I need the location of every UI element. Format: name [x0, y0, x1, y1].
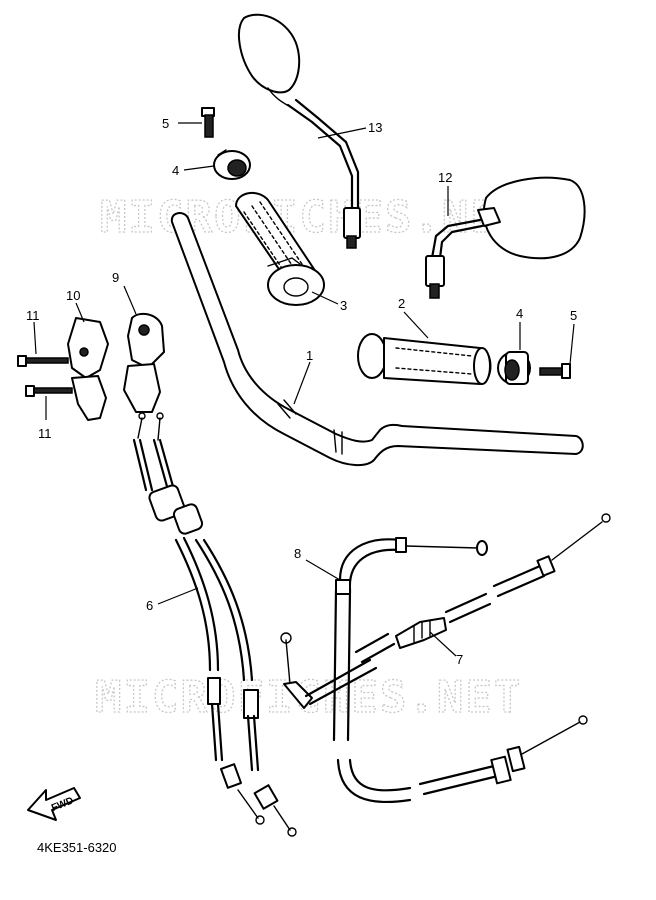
callout-2: 2	[398, 296, 405, 311]
right-screw	[539, 363, 571, 379]
callout-4-upper: 4	[172, 163, 179, 178]
forward-arrow-icon: FWD	[27, 787, 81, 821]
right-mirror	[425, 176, 586, 299]
callout-12: 12	[438, 170, 452, 185]
callout-5-upper: 5	[162, 116, 169, 131]
callout-labels: 5 4 13 12 3 2 4 5 1 9 10 11 11 6 8 7	[26, 116, 577, 667]
callout-5-right: 5	[570, 308, 577, 323]
callout-6: 6	[146, 598, 153, 613]
clutch-cable	[280, 513, 611, 796]
holder-lower	[123, 312, 165, 413]
clamp-screws	[17, 355, 73, 397]
callout-10: 10	[66, 288, 80, 303]
holder-upper	[67, 317, 109, 421]
diagram-code: 4KE351-6320	[37, 840, 117, 855]
callout-11-lower: 11	[38, 426, 52, 441]
callout-11-upper: 11	[26, 308, 40, 323]
throttle-grip	[235, 191, 325, 306]
throttle-cable	[132, 412, 297, 837]
upper-screw	[201, 107, 215, 138]
upper-grip-end	[213, 149, 251, 180]
watermark-top: MICROFICHES.NET	[100, 192, 527, 243]
right-grip-end	[497, 351, 531, 385]
callout-13: 13	[368, 120, 382, 135]
leader-lines	[33, 122, 575, 657]
callout-9: 9	[112, 270, 119, 285]
left-mirror	[237, 13, 361, 249]
callout-7: 7	[456, 652, 463, 667]
starter-cable	[332, 537, 488, 804]
callout-1: 1	[306, 348, 313, 363]
callout-8: 8	[294, 546, 301, 561]
callout-3: 3	[340, 298, 347, 313]
callout-4-right: 4	[516, 306, 523, 321]
left-grip	[357, 333, 492, 385]
handlebar	[170, 212, 584, 466]
